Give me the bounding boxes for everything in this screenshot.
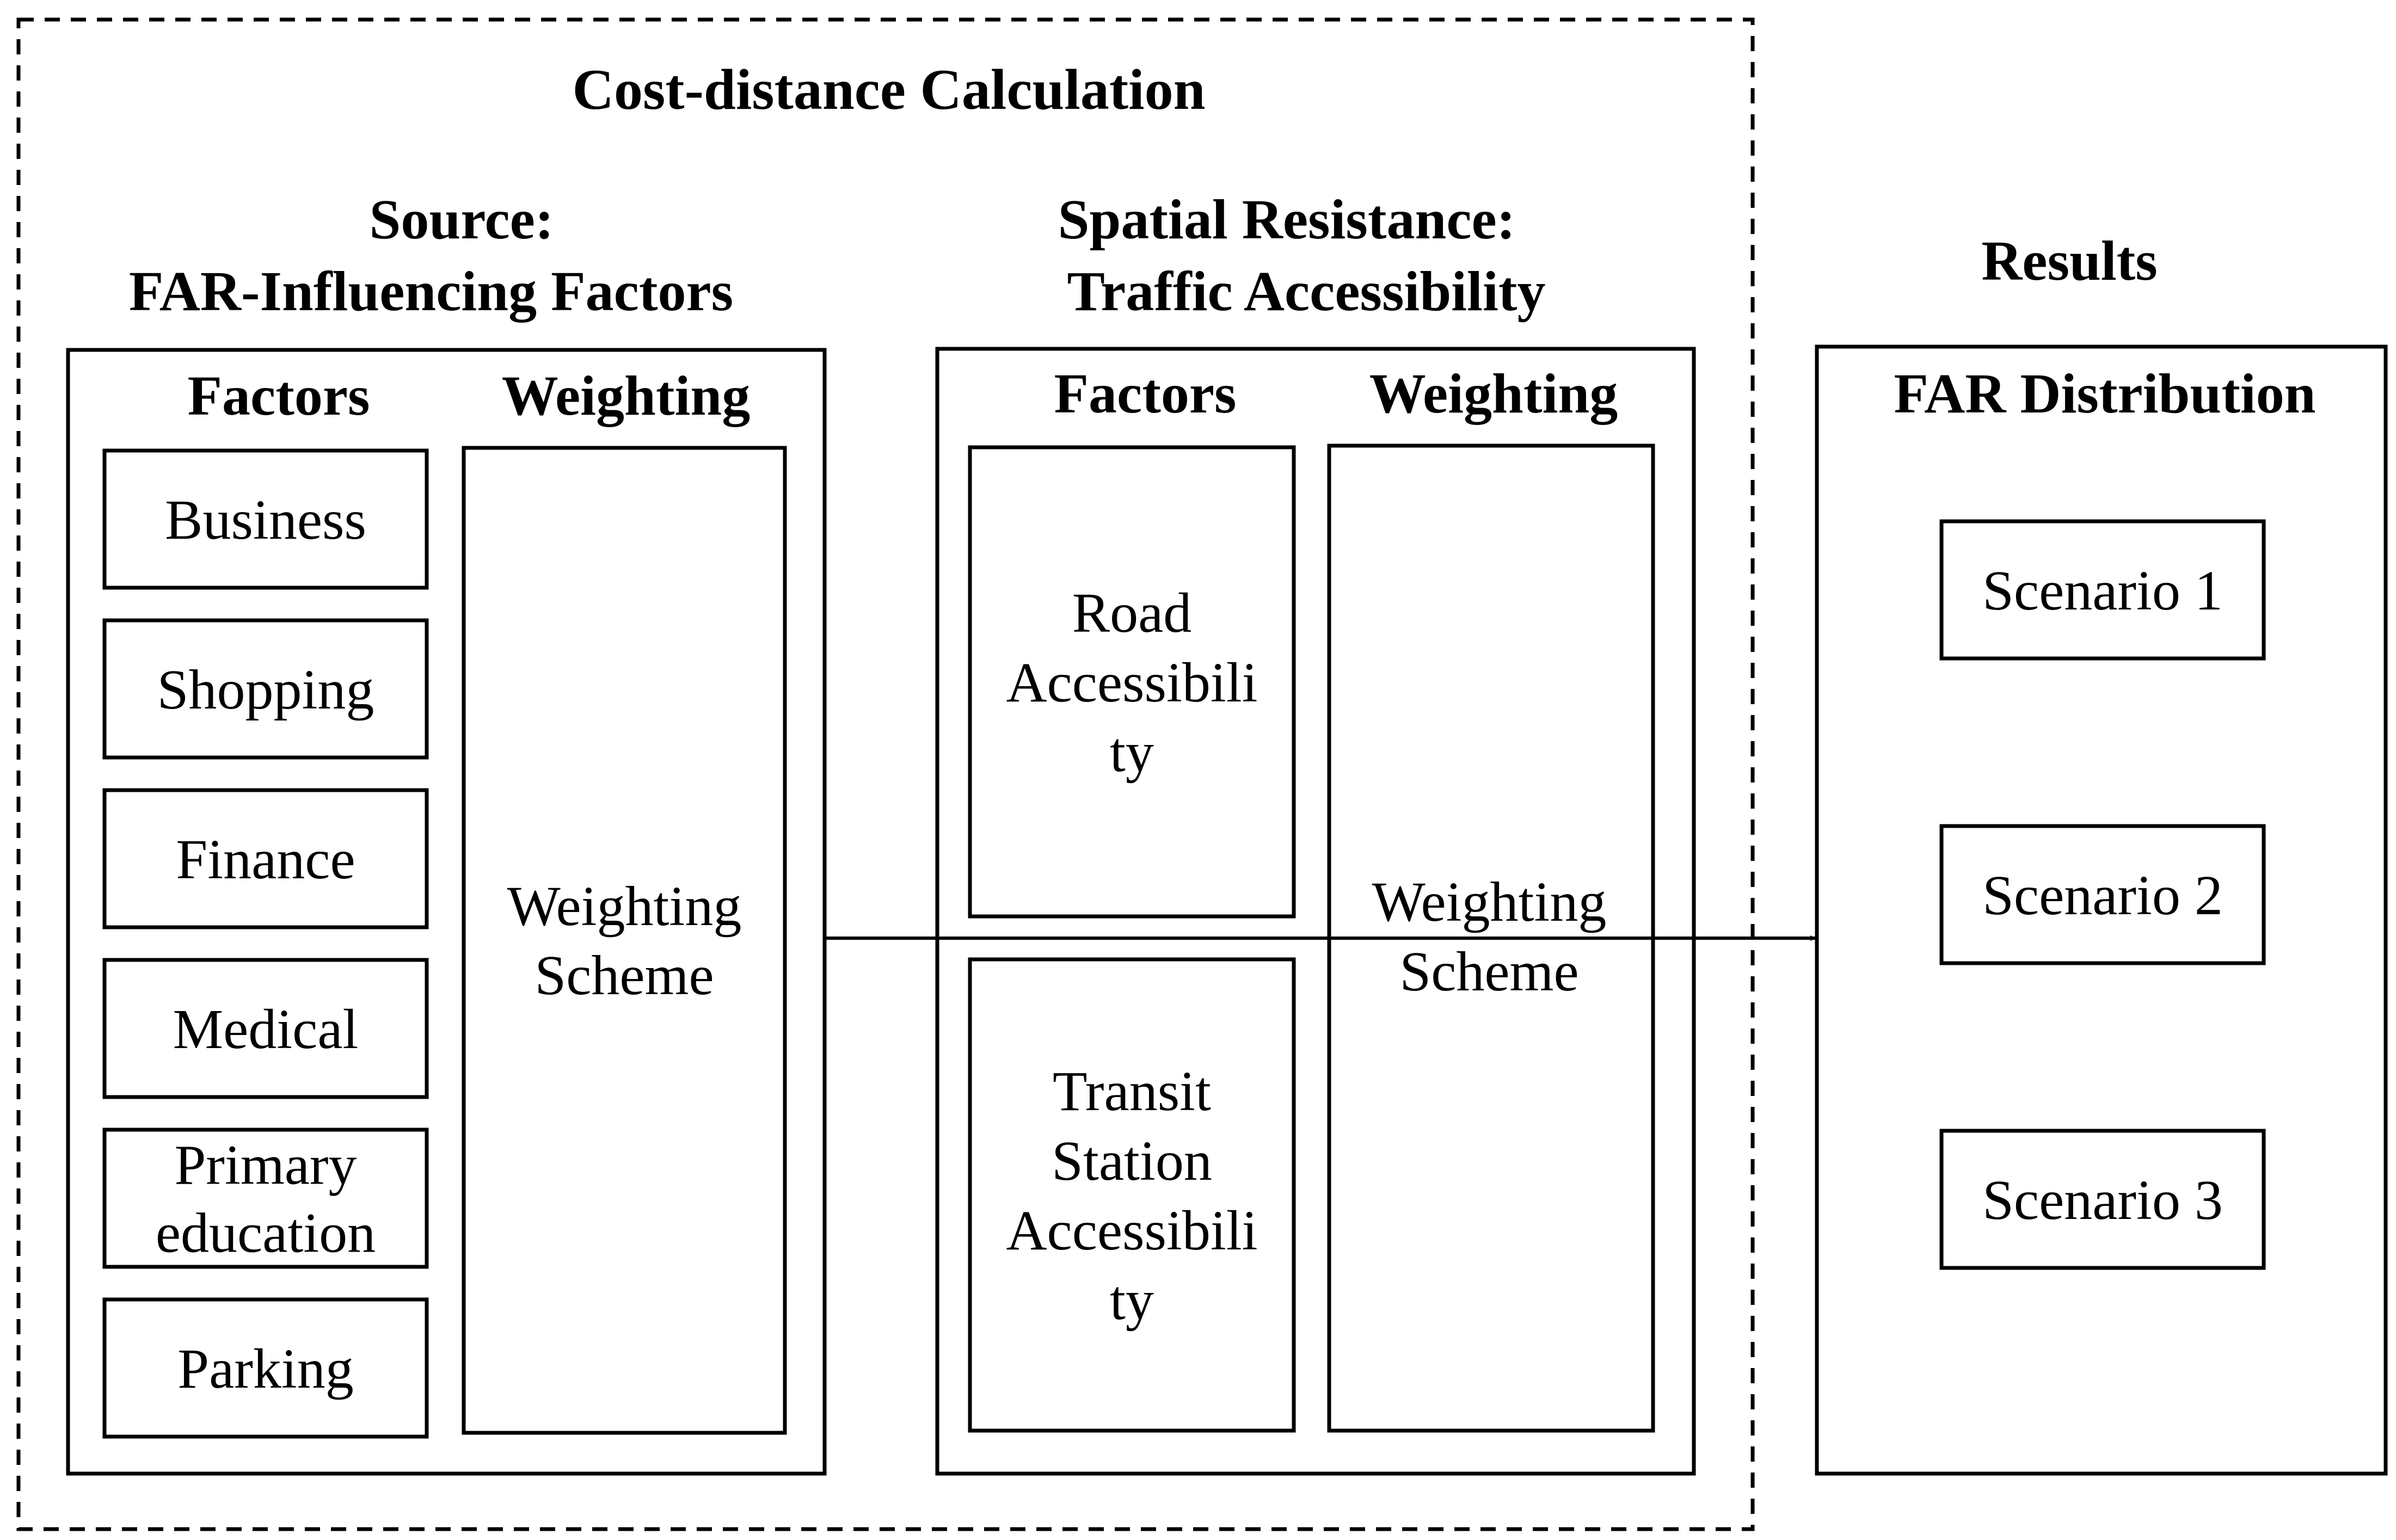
source-factor-4-box xyxy=(102,1128,429,1269)
source-factor-3-label: Medical xyxy=(173,998,359,1061)
source-factor-4-label: Primary xyxy=(174,1134,357,1197)
source-factor-2-box xyxy=(102,788,429,929)
resistance-factor-list: RoadAccessibilityTransitStationAccessibi… xyxy=(968,445,1296,1433)
resistance-factor-0-label: Accessibili xyxy=(1006,651,1257,714)
source-weighting-line2: Scheme xyxy=(535,944,714,1007)
cost-distance-title: Cost-distance Calculation xyxy=(572,58,1205,121)
resistance-weighting-header: Weighting xyxy=(1369,362,1618,425)
results-heading: Results xyxy=(1981,230,2158,292)
resistance-weighting-line1: Weighting xyxy=(1372,871,1607,933)
source-heading-line1: Source: xyxy=(370,188,554,251)
resistance-factor-1-label: Transit xyxy=(1053,1060,1211,1123)
resistance-factor-0-label: Road xyxy=(1072,582,1192,644)
source-heading-line2: FAR-Influencing Factors xyxy=(129,260,733,323)
resistance-factors-header: Factors xyxy=(1054,362,1237,425)
resistance-weighting-line2: Scheme xyxy=(1399,940,1578,1003)
resistance-factor-0-label: ty xyxy=(1110,721,1154,784)
scenario-3-box xyxy=(1939,1129,2266,1270)
results-group: Results FAR Distribution Scenario 1Scena… xyxy=(1815,230,2388,1476)
source-group: Source: FAR-Influencing Factors Factors … xyxy=(66,188,827,1476)
scenario-1-box xyxy=(1939,519,2266,661)
source-factor-2-label: Finance xyxy=(176,828,355,891)
resistance-factor-1-label: Accessibili xyxy=(1006,1199,1257,1262)
scenario-1-label: Scenario 1 xyxy=(1982,559,2223,622)
source-factor-5-box xyxy=(102,1297,429,1439)
scenario-2-box xyxy=(1939,824,2266,965)
resistance-heading-line1: Spatial Resistance: xyxy=(1058,188,1516,251)
source-factor-list: BusinessShoppingFinanceMedicalPrimaryedu… xyxy=(102,448,429,1439)
resistance-factor-1-label: ty xyxy=(1110,1269,1154,1332)
source-factor-1-label: Shopping xyxy=(157,658,374,721)
scenario-3-label: Scenario 3 xyxy=(1982,1169,2223,1231)
cost-distance-frame xyxy=(16,17,1755,1531)
source-factor-1-box xyxy=(102,618,429,760)
source-factor-4-label: education xyxy=(156,1202,376,1265)
source-outer-box xyxy=(66,348,827,1476)
source-weighting-line1: Weighting xyxy=(507,875,742,938)
source-factor-0-box xyxy=(102,448,429,590)
source-weighting-box xyxy=(462,446,787,1435)
source-factor-5-label: Parking xyxy=(177,1338,354,1400)
resistance-factor-1-label: Station xyxy=(1052,1130,1212,1192)
source-factors-header: Factors xyxy=(188,365,370,427)
resistance-outer-box xyxy=(935,347,1696,1476)
resistance-factor-0-box xyxy=(968,445,1296,919)
source-factor-3-box xyxy=(102,958,429,1099)
source-weighting-header: Weighting xyxy=(502,365,751,427)
resistance-factor-1-box xyxy=(968,957,1296,1433)
results-outer-box xyxy=(1815,344,2388,1476)
results-box-title: FAR Distribution xyxy=(1894,362,2315,425)
scenario-2-label: Scenario 2 xyxy=(1982,864,2223,927)
source-factor-0-label: Business xyxy=(165,489,366,551)
resistance-heading-line2: Traffic Accessibility xyxy=(1067,260,1546,323)
scenario-list: Scenario 1 Scenario 2 Scenario 3 xyxy=(1939,519,2266,1270)
resistance-group: Spatial Resistance: Traffic Accessibilit… xyxy=(935,188,1696,1476)
